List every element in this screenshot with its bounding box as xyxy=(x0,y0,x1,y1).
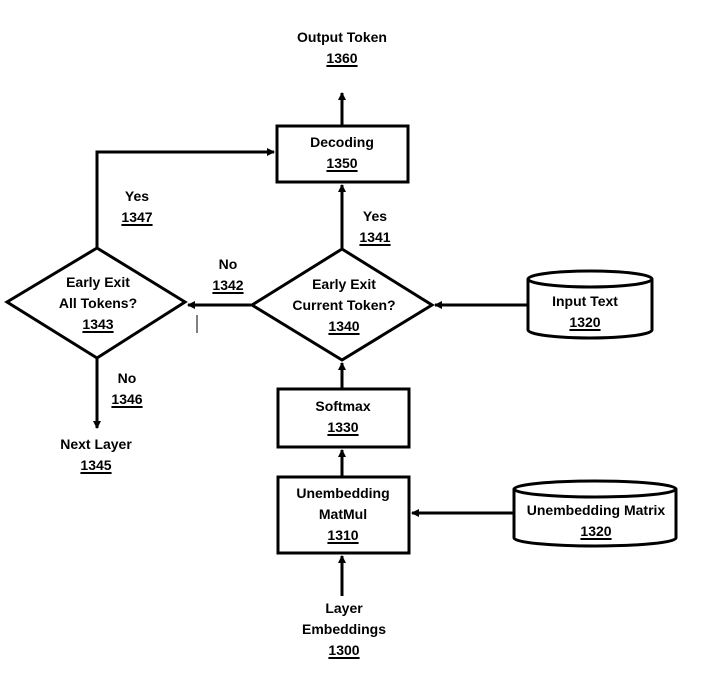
yes-1341-ref: 1341 xyxy=(359,229,391,245)
decoding-text: Decoding xyxy=(310,134,374,150)
no-1342-ref: 1342 xyxy=(212,277,244,293)
softmax-label: Softmax 1330 xyxy=(315,396,370,438)
layer-embeddings-line1: Layer xyxy=(325,600,363,616)
yes-1341-label: Yes 1341 xyxy=(359,206,390,248)
decoding-box xyxy=(275,124,410,184)
no-1342-text: No xyxy=(218,256,238,272)
early-exit-all-ref: 1343 xyxy=(82,316,114,332)
layer-embeddings-label: Layer Embeddings 1300 xyxy=(302,598,386,661)
early-exit-all-line1: Early Exit xyxy=(66,274,130,290)
unembedding-matmul-box xyxy=(276,475,411,555)
early-exit-current-line1: Early Exit xyxy=(312,276,376,292)
early-exit-all-line2: All Tokens? xyxy=(58,295,138,311)
early-exit-current-diamond xyxy=(249,247,435,362)
unembedding-matrix-ref: 1320 xyxy=(580,523,612,539)
output-token-label: Output Token 1360 xyxy=(297,27,387,69)
unembedding-matrix-cylinder xyxy=(512,479,678,548)
unembedding-matmul-line1: Unembedding xyxy=(296,485,390,501)
unembedding-matmul-line2: MatMul xyxy=(318,506,368,522)
output-token-text: Output Token xyxy=(297,29,387,45)
next-layer-label: Next Layer 1345 xyxy=(60,434,132,476)
next-layer-text: Next Layer xyxy=(60,436,132,452)
unembedding-matrix-label: Unembedding Matrix 1320 xyxy=(527,500,665,542)
layer-embeddings-ref: 1300 xyxy=(328,642,360,658)
no-1342-label: No 1342 xyxy=(212,254,243,296)
yes-1341-text: Yes xyxy=(362,208,388,224)
input-text-cylinder xyxy=(526,269,654,340)
input-text-ref: 1320 xyxy=(569,314,601,330)
layer-embeddings-line2: Embeddings xyxy=(301,621,387,637)
unembedding-matrix-text: Unembedding Matrix xyxy=(526,502,666,518)
input-text-text: Input Text xyxy=(552,293,618,309)
early-exit-current-line2: Current Token? xyxy=(292,297,396,313)
early-exit-current-ref: 1340 xyxy=(328,318,360,334)
softmax-ref: 1330 xyxy=(327,419,359,435)
no-1346-label: No 1346 xyxy=(111,368,142,410)
early-exit-all-diamond xyxy=(4,246,188,360)
next-layer-ref: 1345 xyxy=(80,457,112,473)
early-exit-current-label: Early Exit Current Token? 1340 xyxy=(292,274,395,337)
decoding-label: Decoding 1350 xyxy=(310,132,374,174)
input-text-label: Input Text 1320 xyxy=(552,291,618,333)
output-token-ref: 1360 xyxy=(326,50,358,66)
yes-1347-text: Yes xyxy=(124,188,150,204)
yes-1347-ref: 1347 xyxy=(121,209,153,225)
unembedding-matmul-ref: 1310 xyxy=(327,527,359,543)
softmax-text: Softmax xyxy=(315,398,371,414)
softmax-box xyxy=(276,387,411,449)
decoding-ref: 1350 xyxy=(326,155,358,171)
arrow-yes-1347 xyxy=(95,148,275,247)
no-1346-ref: 1346 xyxy=(111,391,143,407)
no-1346-text: No xyxy=(117,370,137,386)
early-exit-all-label: Early Exit All Tokens? 1343 xyxy=(59,272,137,335)
unembedding-matmul-label: Unembedding MatMul 1310 xyxy=(296,483,389,546)
yes-1347-label: Yes 1347 xyxy=(121,186,152,228)
